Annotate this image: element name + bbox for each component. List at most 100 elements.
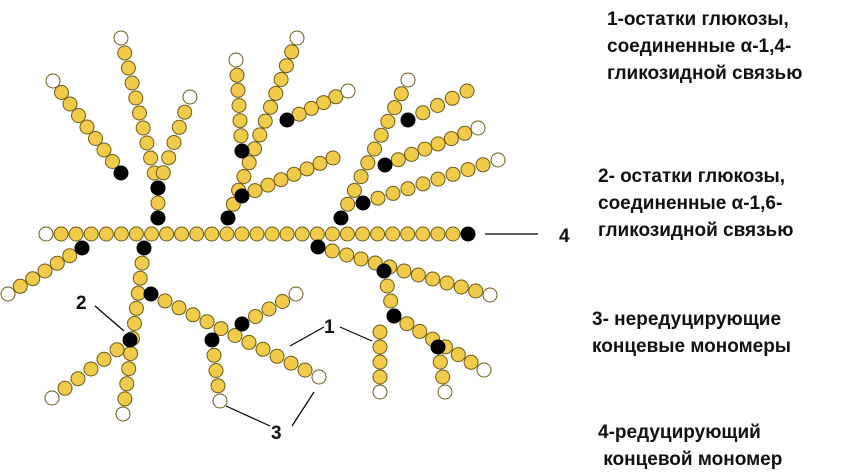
- terminal-residue-168: [0, 286, 16, 302]
- leader-line-3b: [291, 391, 315, 427]
- terminal-residue-180: [115, 406, 131, 422]
- glucose-residue-62: [231, 98, 247, 113]
- glucose-residue-15: [264, 226, 280, 242]
- glucose-residue-44: [135, 120, 151, 136]
- glucose-residue-41: [124, 75, 140, 91]
- glucose-residue-179: [117, 391, 133, 407]
- glucose-residue-11: [204, 226, 220, 242]
- glucose-residue-111: [457, 125, 473, 141]
- glucose-residue-102: [346, 182, 362, 198]
- glucose-residue-105: [459, 83, 475, 99]
- glucose-residue-137: [439, 275, 455, 291]
- glucose-residue-174: [127, 316, 142, 331]
- glucose-residue-185: [70, 371, 86, 387]
- glucose-residue-4: [98, 226, 114, 242]
- glucose-residue-71: [263, 99, 278, 115]
- glucose-residue-98: [373, 127, 389, 143]
- glucose-residue-197: [269, 348, 285, 364]
- glucose-residue-155: [372, 354, 388, 370]
- terminal-residue-49: [182, 89, 198, 105]
- glucose-residue-40: [120, 60, 136, 76]
- glucose-residue-131: [353, 251, 369, 267]
- glucose-residue-183: [96, 351, 112, 367]
- branch-point-residue-181: [122, 332, 138, 348]
- glucose-residue-189: [157, 293, 173, 309]
- glucose-residue-101: [353, 169, 369, 185]
- terminal-residue-110: [470, 120, 486, 136]
- glucose-residue-108: [415, 105, 431, 121]
- glucose-residue-96: [387, 100, 403, 116]
- terminal-residue-200: [311, 369, 327, 385]
- legend-item-1: 1-остатки глюкозы, соединенные α-1,4- гл…: [607, 6, 802, 87]
- glucose-residue-99: [367, 141, 382, 157]
- glucose-residue-39: [117, 45, 133, 61]
- glucose-residue-191: [185, 307, 201, 323]
- terminal-residue-205: [288, 286, 304, 302]
- legend-item-2-line-1: 2- остатки глюкозы,: [598, 166, 786, 187]
- glucose-residue-150: [450, 347, 466, 363]
- glucose-residue-84: [291, 106, 307, 122]
- glucose-residues: [0, 30, 506, 422]
- glycogen-structure-diagram: 4 2 1 3: [0, 30, 570, 444]
- branch-point-residue-127: [355, 195, 371, 211]
- glucose-residue-208: [208, 363, 224, 378]
- terminal-residue-29: [45, 73, 61, 89]
- terminal-residue-0: [38, 226, 54, 242]
- legend-item-4-line-1: 4-редуцирующий: [598, 422, 761, 443]
- branch-point-residue-28: [460, 226, 476, 242]
- glucose-residue-81: [328, 89, 344, 105]
- label-4: 4: [559, 226, 570, 247]
- glucose-residue-130: [339, 247, 355, 263]
- glucose-residue-61: [230, 82, 246, 98]
- glucose-residue-106: [444, 90, 460, 106]
- glucose-residue-90: [273, 172, 289, 188]
- glucose-residue-116: [390, 152, 406, 168]
- glucose-residue-97: [380, 113, 396, 129]
- glucose-residue-24: [400, 226, 416, 242]
- glucose-residue-160: [435, 369, 451, 385]
- glucose-residue-123: [415, 176, 431, 192]
- glucose-residue-16: [279, 226, 295, 242]
- branch-point-residue-65: [234, 143, 250, 159]
- branch-point-residue-169: [136, 240, 152, 256]
- terminal-residue-140: [482, 287, 498, 303]
- glucose-residue-112: [443, 131, 459, 147]
- glucose-residue-52: [166, 135, 182, 150]
- glucose-residue-167: [12, 278, 28, 294]
- glucose-residue-87: [312, 155, 328, 171]
- glucose-residue-30: [54, 85, 69, 100]
- glucose-residue-73: [252, 127, 268, 143]
- glucose-residue-195: [241, 334, 257, 350]
- glucose-residue-154: [372, 339, 388, 355]
- branch-point-residue-117: [377, 157, 393, 173]
- label-1: 1: [324, 317, 335, 338]
- glucose-residue-23: [385, 226, 401, 242]
- branch-point-residue-58: [150, 210, 166, 226]
- glucose-residue-198: [283, 355, 299, 371]
- glucose-residue-26: [430, 226, 446, 242]
- legend-item-4: 4-редуцирующий концевой мономер: [598, 419, 782, 473]
- legend-item-1-line-1: 1-остатки глюкозы,: [607, 9, 789, 30]
- glucose-residue-172: [130, 285, 146, 301]
- glucose-residue-176: [123, 346, 139, 362]
- glucose-residue-82: [316, 95, 332, 111]
- branch-point-residue-104: [333, 210, 349, 226]
- glucose-residue-51: [171, 119, 187, 135]
- branch-point-residue-162: [74, 240, 90, 256]
- glucose-residue-10: [189, 226, 205, 242]
- glucose-residue-9: [174, 226, 190, 242]
- glucose-residue-151: [463, 354, 479, 370]
- glucose-residue-54: [155, 165, 171, 181]
- glucose-residue-57: [150, 195, 166, 211]
- glucose-residue-204: [275, 294, 290, 309]
- glucose-residue-33: [79, 119, 95, 135]
- glucose-residue-25: [415, 226, 431, 242]
- glucose-residue-134: [396, 263, 412, 279]
- glucose-residue-45: [139, 135, 155, 151]
- glucose-residue-18: [309, 226, 325, 242]
- glucose-residue-125: [385, 185, 401, 201]
- leader-line-1a: [289, 326, 325, 347]
- glucose-residue-21: [355, 226, 370, 242]
- glucose-residue-207: [206, 347, 222, 363]
- glucose-residue-3: [83, 226, 99, 242]
